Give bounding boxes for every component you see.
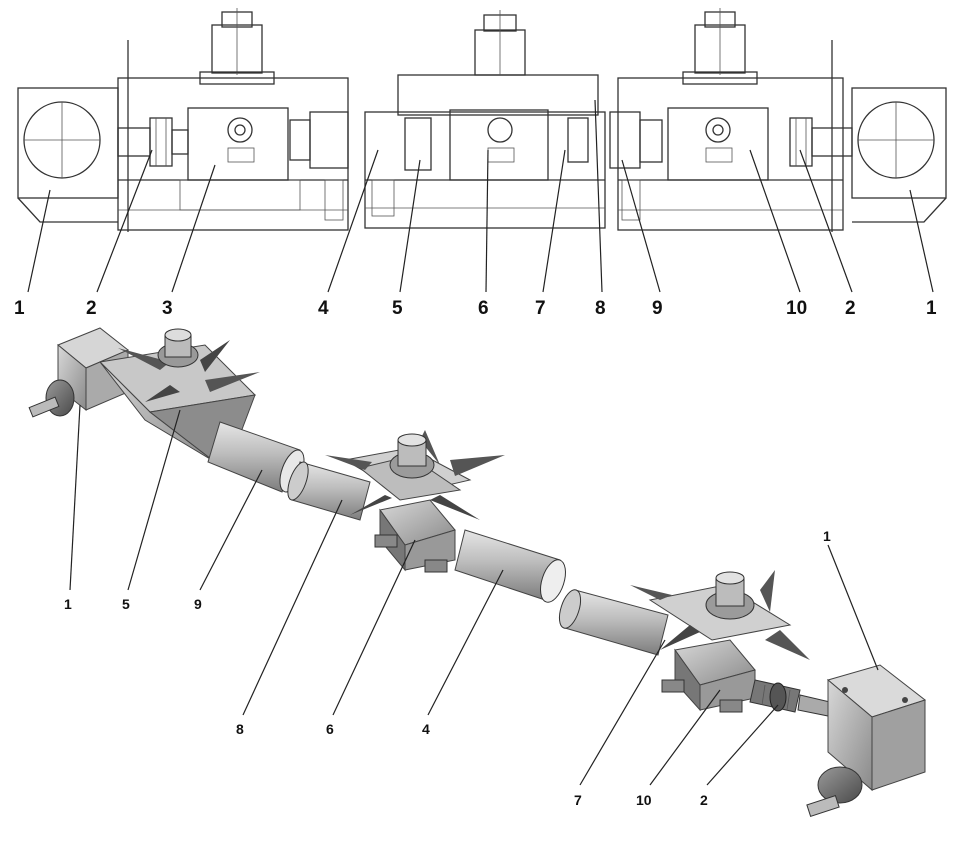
iso-view: 1 5 9 8 6 4 7 10 2 1 <box>28 327 927 817</box>
top-label-9: 9 <box>652 298 663 319</box>
iso-gearbox-10 <box>630 570 810 713</box>
top-label-5: 5 <box>392 298 403 319</box>
iso-label-1-left: 1 <box>64 596 72 612</box>
iso-label-1-right: 1 <box>823 528 831 544</box>
iso-label-6: 6 <box>326 721 334 737</box>
top-label-2-right: 2 <box>845 298 856 319</box>
iso-label-10: 10 <box>636 792 652 808</box>
top-labels: 1 2 3 4 5 6 7 8 9 10 2 1 <box>14 298 937 319</box>
top-view: 1 2 3 4 5 6 7 8 9 10 2 1 <box>14 8 947 319</box>
iso-label-9: 9 <box>194 596 202 612</box>
top-label-6: 6 <box>478 298 489 319</box>
top-label-2-left: 2 <box>86 298 97 319</box>
top-leader-lines <box>27 99 934 293</box>
iso-label-8: 8 <box>236 721 244 737</box>
iso-gearbox-6 <box>325 430 505 573</box>
corner-gearbox-left <box>17 87 119 223</box>
iso-label-4: 4 <box>422 721 430 737</box>
iso-shaft-7 <box>558 589 669 656</box>
left-section <box>117 8 349 232</box>
iso-shaft-8 <box>287 461 371 521</box>
top-label-3: 3 <box>162 298 173 319</box>
top-label-10: 10 <box>786 298 807 319</box>
iso-gearbox-right <box>806 664 927 817</box>
middle-section <box>364 10 606 229</box>
top-label-8: 8 <box>595 298 606 319</box>
iso-shaft-4 <box>454 529 566 603</box>
top-label-1-left: 1 <box>14 298 25 319</box>
top-label-4: 4 <box>318 298 329 319</box>
right-section <box>609 8 853 232</box>
iso-label-5: 5 <box>122 596 130 612</box>
iso-label-7: 7 <box>574 792 582 808</box>
iso-leader-lines <box>69 404 879 786</box>
iso-coupling-2 <box>749 679 831 717</box>
iso-labels: 1 5 9 8 6 4 7 10 2 1 <box>64 528 831 808</box>
top-label-7: 7 <box>535 298 546 319</box>
iso-label-2: 2 <box>700 792 708 808</box>
top-label-1-right: 1 <box>926 298 937 319</box>
corner-gearbox-right <box>851 87 947 223</box>
